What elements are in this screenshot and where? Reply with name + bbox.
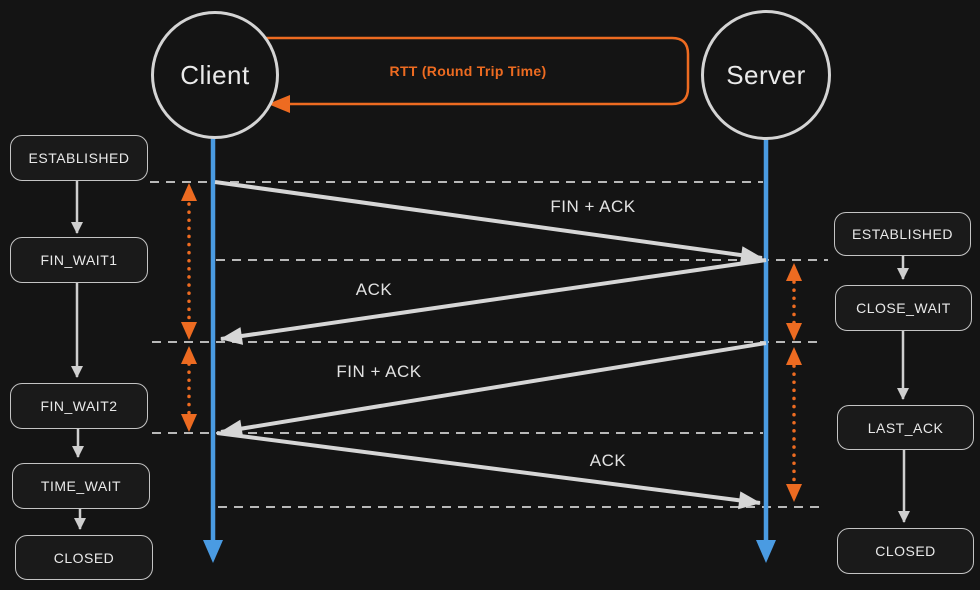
- client-lifeline-arrow-icon: [203, 540, 223, 563]
- rtt-arrow-up-icon: [786, 263, 802, 281]
- client-state-fin-wait1: FIN_WAIT1: [10, 237, 148, 283]
- server-state-arrows: [897, 255, 910, 523]
- client-actor-label: Client: [180, 59, 250, 90]
- rtt-arrow-down-icon: [181, 322, 197, 340]
- rtt-span-arrowheads: [181, 183, 802, 502]
- message-arrows: [214, 180, 767, 510]
- server-state-established: ESTABLISHED: [834, 212, 971, 256]
- client-state-established: ESTABLISHED: [10, 135, 148, 181]
- rtt-loop-arrow-icon: [268, 95, 290, 113]
- message-arrow-ack-1: [220, 258, 767, 345]
- client-state-fin-wait2: FIN_WAIT2: [10, 383, 148, 429]
- client-state-arrows: [71, 181, 86, 530]
- server-lifeline-arrow-icon: [756, 540, 776, 563]
- message-label-ack-2: ACK: [589, 451, 627, 470]
- rtt-arrow-up-icon: [181, 346, 197, 364]
- message-label-fin-ack-1: FIN + ACK: [550, 197, 636, 216]
- lifelines: [203, 133, 776, 563]
- rtt-loop-path: [264, 36, 690, 106]
- message-label-ack-1: ACK: [355, 280, 393, 299]
- server-state-last-ack: LAST_ACK: [837, 405, 974, 450]
- message-arrow-ack-2: [216, 431, 761, 510]
- rtt-arrow-down-icon: [181, 414, 197, 432]
- rtt-loop: [264, 36, 690, 113]
- client-state-closed: CLOSED: [15, 535, 153, 580]
- message-arrow-fin-ack-1: [214, 180, 763, 265]
- server-state-close-wait: CLOSE_WAIT: [835, 285, 972, 331]
- message-label-fin-ack-2: FIN + ACK: [336, 362, 422, 381]
- rtt-arrow-up-icon: [786, 347, 802, 365]
- message-arrow-fin-ack-2: [220, 341, 767, 438]
- server-actor-circle: Server: [701, 10, 831, 140]
- dashed-guide-lines: [150, 181, 828, 508]
- rtt-arrow-down-icon: [786, 323, 802, 341]
- server-state-closed: CLOSED: [837, 528, 974, 574]
- client-state-time-wait: TIME_WAIT: [12, 463, 150, 509]
- rtt-arrow-up-icon: [181, 183, 197, 201]
- rtt-arrow-down-icon: [786, 484, 802, 502]
- server-actor-label: Server: [726, 59, 806, 90]
- client-actor-circle: Client: [151, 11, 279, 139]
- rtt-span-indicators: [187, 202, 796, 486]
- rtt-annotation-label: RTT (Round Trip Time): [389, 63, 547, 79]
